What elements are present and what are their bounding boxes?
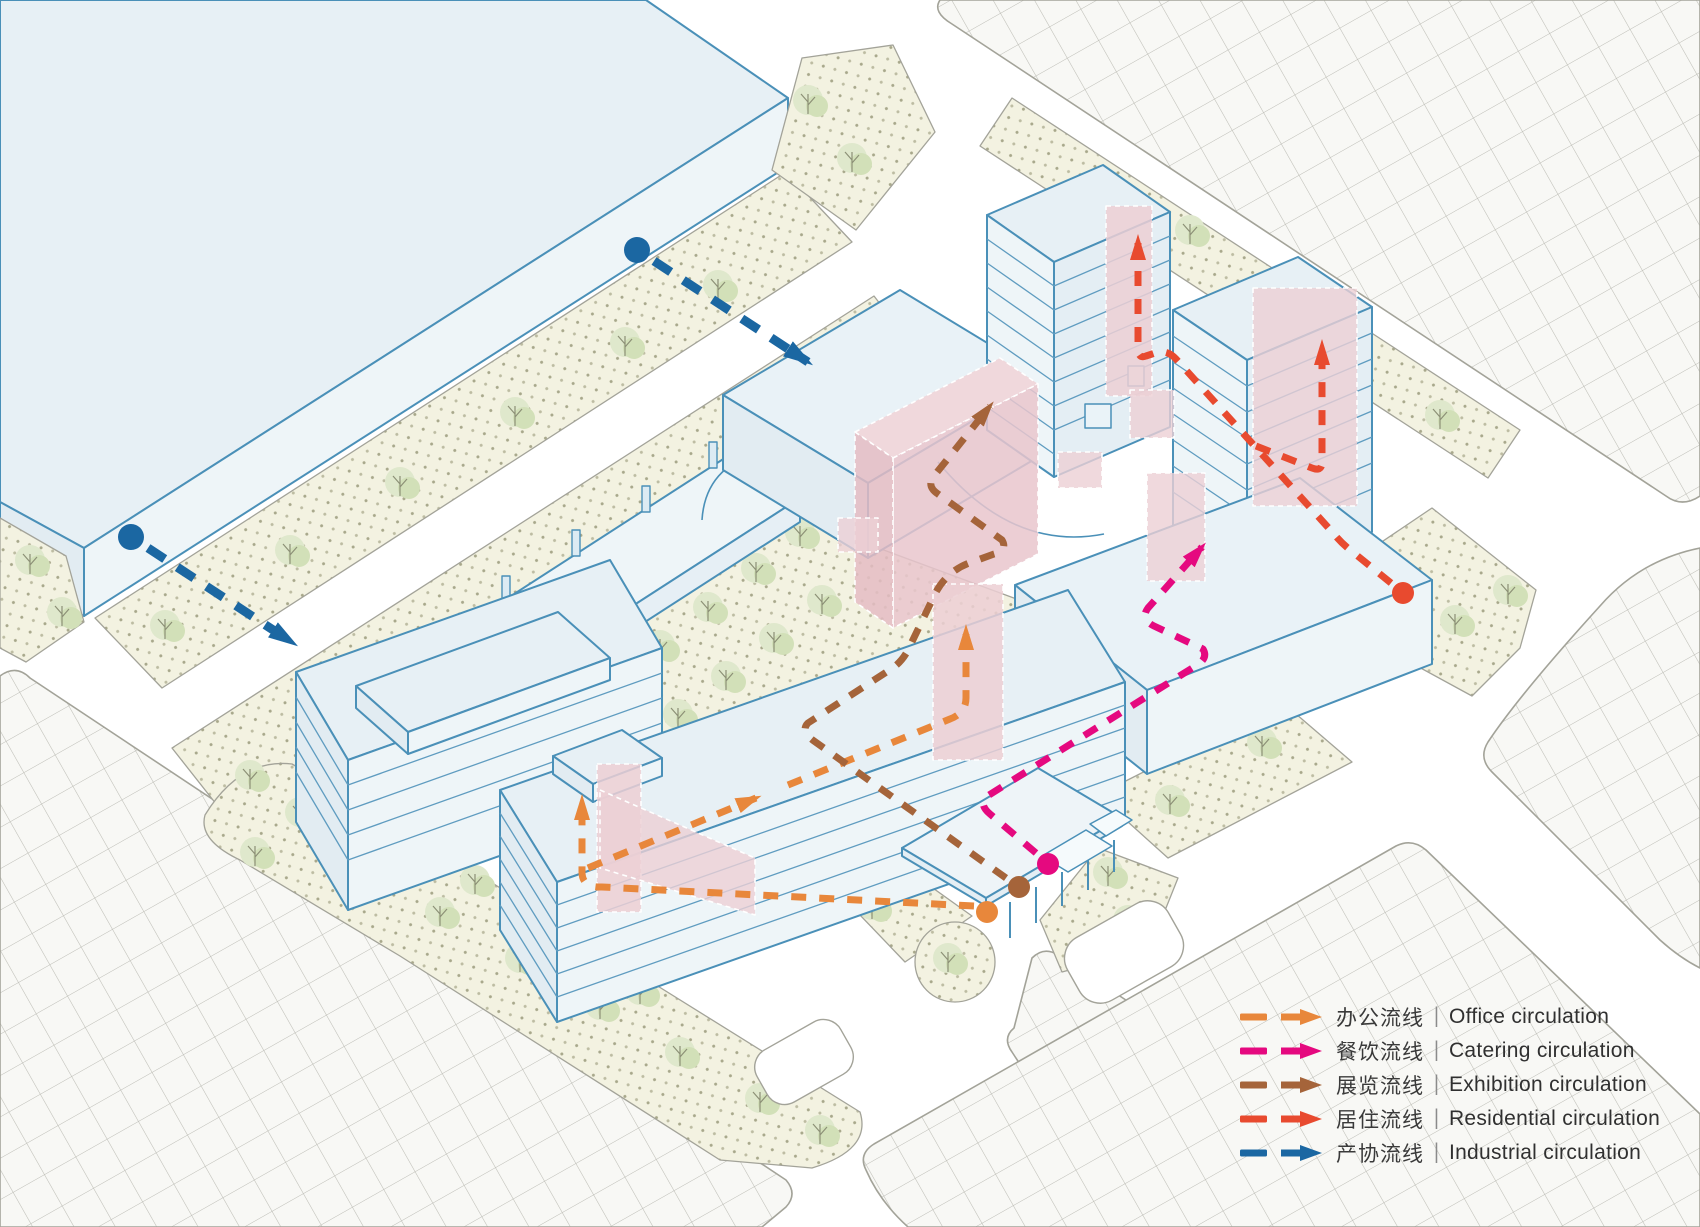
office-route xyxy=(574,624,998,923)
road-loop-large xyxy=(1063,900,1185,1004)
legend-row-office: 办公流线 | Office circulation xyxy=(1240,1004,1660,1030)
canteen-roof-core xyxy=(1146,472,1206,582)
office-route-path xyxy=(786,624,974,789)
residential-entry-dot xyxy=(1392,582,1414,604)
small-core-b xyxy=(1057,451,1103,489)
legend-row-industrial: 产协流线 | Industrial circulation xyxy=(1240,1140,1660,1166)
industrial-route xyxy=(118,237,814,647)
legend-label-zh: 展览流线 xyxy=(1336,1075,1424,1098)
catering-route-legend-glyph xyxy=(1240,1043,1322,1059)
legend-label-en: Exhibition circulation xyxy=(1448,1073,1647,1096)
road-loop-small xyxy=(754,1018,854,1106)
office-entry-dot xyxy=(976,901,998,923)
legend-divider: | xyxy=(1434,1072,1439,1097)
residential-route-path xyxy=(1254,339,1330,473)
left-tower-core xyxy=(1105,205,1153,397)
legend-row-catering: 餐饮流线 | Catering circulation xyxy=(1240,1038,1660,1064)
residential-route xyxy=(1130,234,1414,604)
legend-divider: | xyxy=(1434,1106,1439,1131)
legend-divider: | xyxy=(1434,1038,1439,1063)
exhibition-route-legend-glyph xyxy=(1240,1077,1322,1093)
circulation-routes xyxy=(118,234,1414,923)
road-cutouts xyxy=(754,900,1185,1106)
catering-route xyxy=(979,542,1209,875)
industrial-route-path xyxy=(145,544,299,647)
industrial-entry-dot xyxy=(624,237,650,263)
catering-route-path xyxy=(979,542,1209,856)
pink-core-volumes xyxy=(596,205,1358,916)
legend-label-zh: 产协流线 xyxy=(1336,1143,1424,1166)
legend-label-en: Industrial circulation xyxy=(1448,1141,1642,1164)
south-slab-floor-lines xyxy=(499,704,1126,998)
legend: 办公流线 | Office circulation 餐饮流线 | Caterin… xyxy=(1240,1004,1661,1166)
small-core-a xyxy=(837,517,879,553)
legend-label-en: Catering circulation xyxy=(1448,1039,1635,1062)
exhibition-route xyxy=(801,401,1030,898)
catering-entry-dot xyxy=(1037,853,1059,875)
industrial-entry-dot xyxy=(118,524,144,550)
exhibition-route-path xyxy=(801,401,1009,881)
legend-label-zh: 办公流线 xyxy=(1336,1007,1424,1030)
pavilion-columns xyxy=(1009,840,1115,938)
office-route-path xyxy=(586,794,762,872)
legend-label-zh: 餐饮流线 xyxy=(1336,1041,1424,1064)
industrial-route-legend-glyph xyxy=(1240,1145,1322,1161)
right-tower-core xyxy=(1252,287,1358,507)
grid-block-right xyxy=(1483,547,1700,969)
residential-route-path xyxy=(1130,234,1394,586)
legend-label-en: Office circulation xyxy=(1448,1005,1610,1028)
residential-route-legend-glyph xyxy=(1240,1111,1322,1127)
legend-divider: | xyxy=(1434,1004,1439,1029)
office-route-legend-glyph xyxy=(1240,1009,1322,1025)
grid-block-top-right xyxy=(936,0,1700,503)
legend-label-zh: 居住流线 xyxy=(1336,1109,1424,1132)
grid-block-bottom-right xyxy=(862,842,1700,1227)
office-route-path xyxy=(574,794,975,910)
rooflight-fin xyxy=(571,529,581,557)
industrial-route-path xyxy=(651,257,814,366)
small-core-c xyxy=(1129,389,1175,439)
west-slab-building xyxy=(295,559,663,911)
legend-row-residential: 居住流线 | Residential circulation xyxy=(1240,1106,1661,1132)
rooflight-fin xyxy=(708,441,718,469)
entry-ramp-wedge xyxy=(599,789,756,916)
legend-label-en: Residential circulation xyxy=(1448,1107,1661,1130)
legend-divider: | xyxy=(1434,1140,1439,1165)
exhibition-entry-dot xyxy=(1008,876,1030,898)
rooflight-fin xyxy=(641,485,651,513)
legend-row-exhibition: 展览流线 | Exhibition circulation xyxy=(1240,1072,1660,1098)
